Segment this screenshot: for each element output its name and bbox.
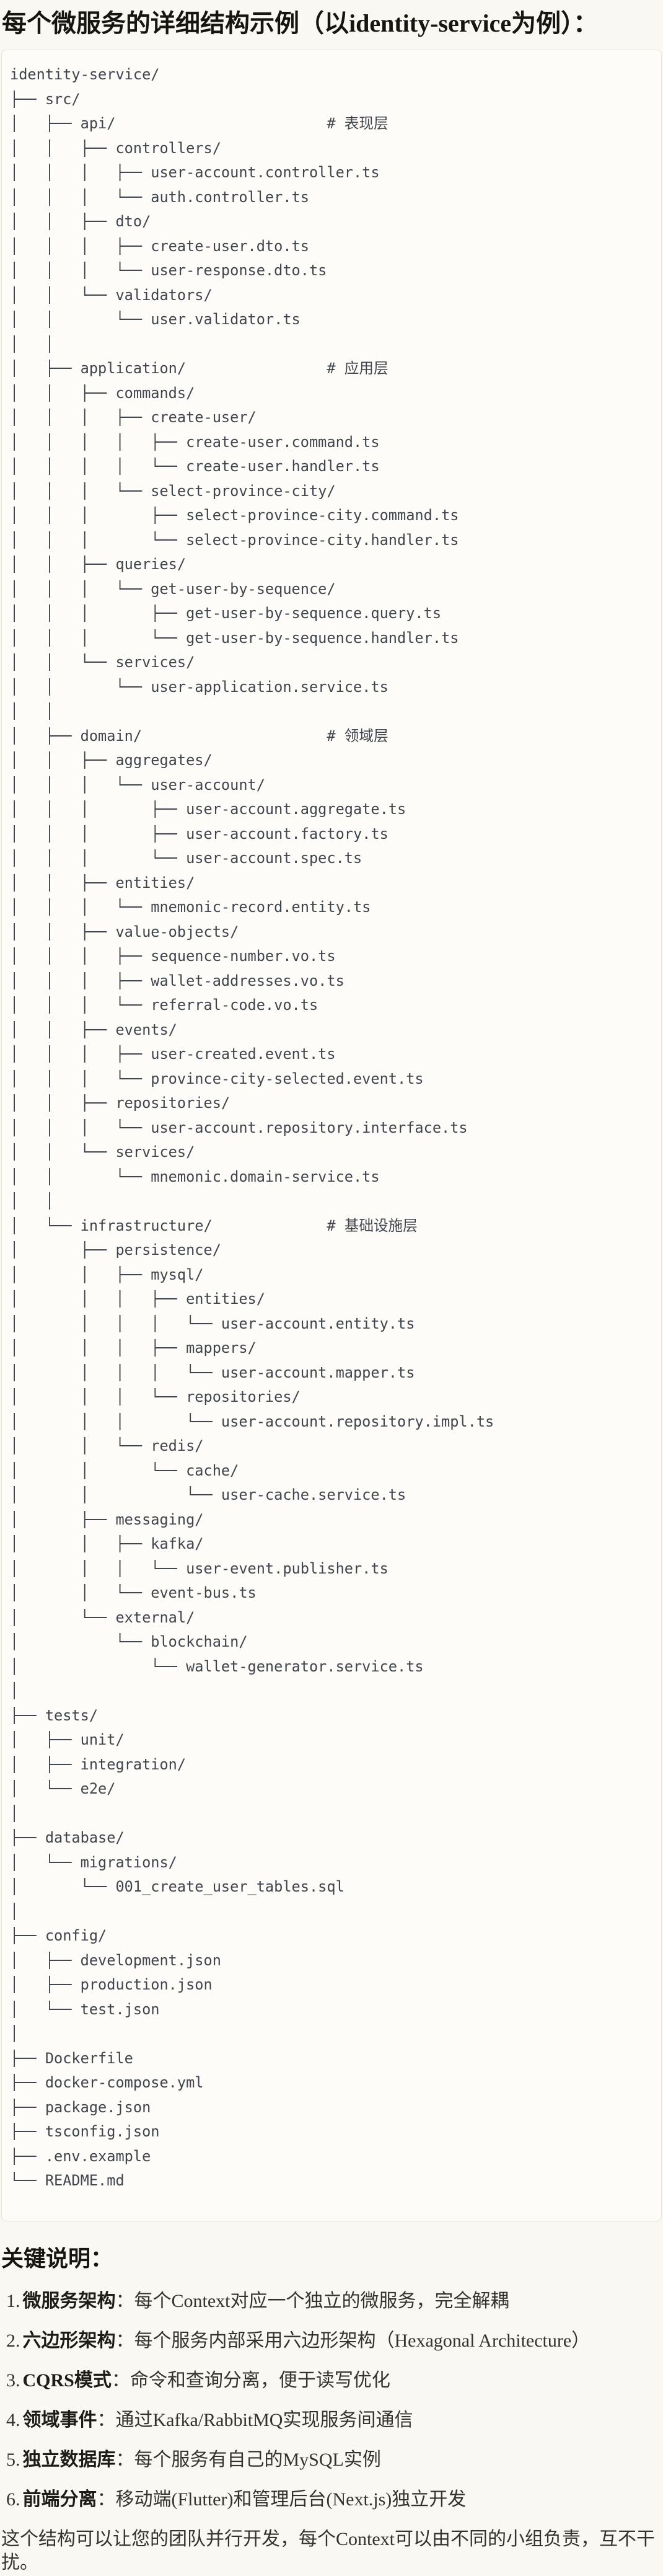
note-term: 微服务架构: [22, 2290, 116, 2311]
directory-tree-text: identity-service/ ├── src/ │ ├── api/ # …: [10, 66, 494, 2189]
note-term: 前端分离: [22, 2489, 97, 2510]
note-number: 2.: [6, 2330, 20, 2351]
note-term: 独立数据库: [22, 2449, 116, 2470]
note-number: 1.: [6, 2290, 20, 2311]
note-description: ：每个服务有自己的MySQL实例: [115, 2449, 381, 2470]
note-description: ：每个服务内部采用六边形架构（Hexagonal Architecture）: [115, 2330, 591, 2351]
note-item: 5.独立数据库：每个服务有自己的MySQL实例: [1, 2448, 662, 2472]
note-description: ：每个Context对应一个独立的微服务，完全解耦: [115, 2290, 509, 2311]
code-block: identity-service/ ├── src/ │ ├── api/ # …: [1, 50, 662, 2221]
notes-heading: 关键说明：: [1, 2246, 113, 2271]
note-description: ：移动端(Flutter)和管理后台(Next.js)独立开发: [97, 2489, 467, 2510]
note-number: 6.: [6, 2489, 20, 2510]
note-description: ：通过Kafka/RabbitMQ实现服务间通信: [97, 2409, 413, 2430]
note-number: 5.: [6, 2449, 20, 2470]
page-title: 每个微服务的详细结构示例（以identity-service为例）：: [2, 9, 599, 37]
notes-footer: 这个结构可以让您的团队并行开发，每个Context可以由不同的小组负责，互不干扰…: [1, 2528, 655, 2573]
note-number: 4.: [6, 2409, 20, 2430]
note-term: CQRS模式: [22, 2370, 112, 2391]
note-term: 六边形架构: [22, 2330, 116, 2351]
notes-section: 关键说明： 1.微服务架构：每个Context对应一个独立的微服务，完全解耦 2…: [1, 2244, 662, 2575]
note-term: 领域事件: [22, 2409, 97, 2430]
note-item: 6.前端分离：移动端(Flutter)和管理后台(Next.js)独立开发: [1, 2488, 662, 2512]
note-item: 2.六边形架构：每个服务内部采用六边形架构（Hexagonal Architec…: [1, 2329, 662, 2353]
note-number: 3.: [6, 2370, 20, 2391]
note-item: 1.微服务架构：每个Context对应一个独立的微服务，完全解耦: [1, 2290, 662, 2313]
note-item: 4.领域事件：通过Kafka/RabbitMQ实现服务间通信: [1, 2409, 662, 2432]
note-item: 3.CQRS模式：命令和查询分离，便于读写优化: [1, 2369, 662, 2392]
note-description: ：命令和查询分离，便于读写优化: [111, 2370, 390, 2391]
